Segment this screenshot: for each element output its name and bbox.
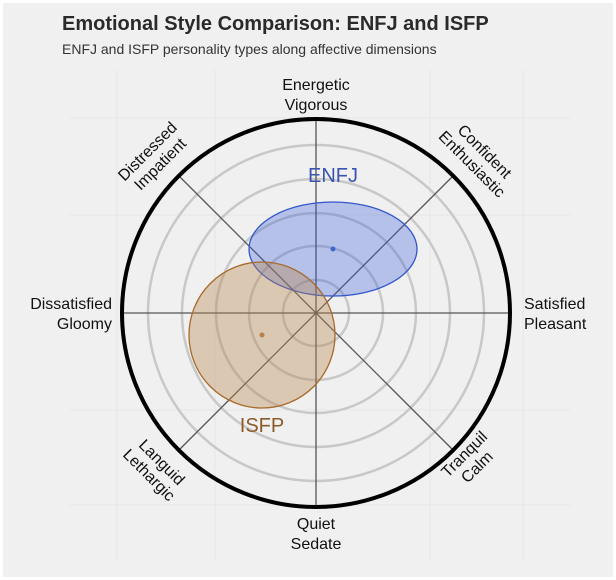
axis-label-right-1: Satisfied: [524, 296, 585, 313]
series-enfj: ENFJ: [248, 165, 418, 297]
outer-boundary: [120, 117, 512, 509]
chart-title: Emotional Style Comparison: ENFJ and ISF…: [62, 13, 489, 35]
enfj-center-point: [330, 246, 336, 252]
axis-label-right-2: Pleasant: [524, 316, 587, 333]
axis-label-bottom-2: Sedate: [291, 536, 342, 553]
axis-label-bottom-1: Quiet: [297, 516, 336, 533]
axis-label-left-1: Dissatisfied: [30, 296, 112, 313]
axis-label-top-1: Energetic: [282, 77, 350, 94]
isfp-label: ISFP: [240, 415, 284, 437]
isfp-center-point: [259, 332, 265, 338]
series-isfp: ISFP: [188, 261, 336, 437]
axis-spokes: [122, 119, 510, 507]
axis-label-left-2: Gloomy: [57, 316, 112, 333]
enfj-label: ENFJ: [308, 165, 358, 187]
chart-subtitle: ENFJ and ISFP personality types along af…: [62, 41, 437, 57]
axis-label-top-2: Vigorous: [285, 97, 348, 114]
